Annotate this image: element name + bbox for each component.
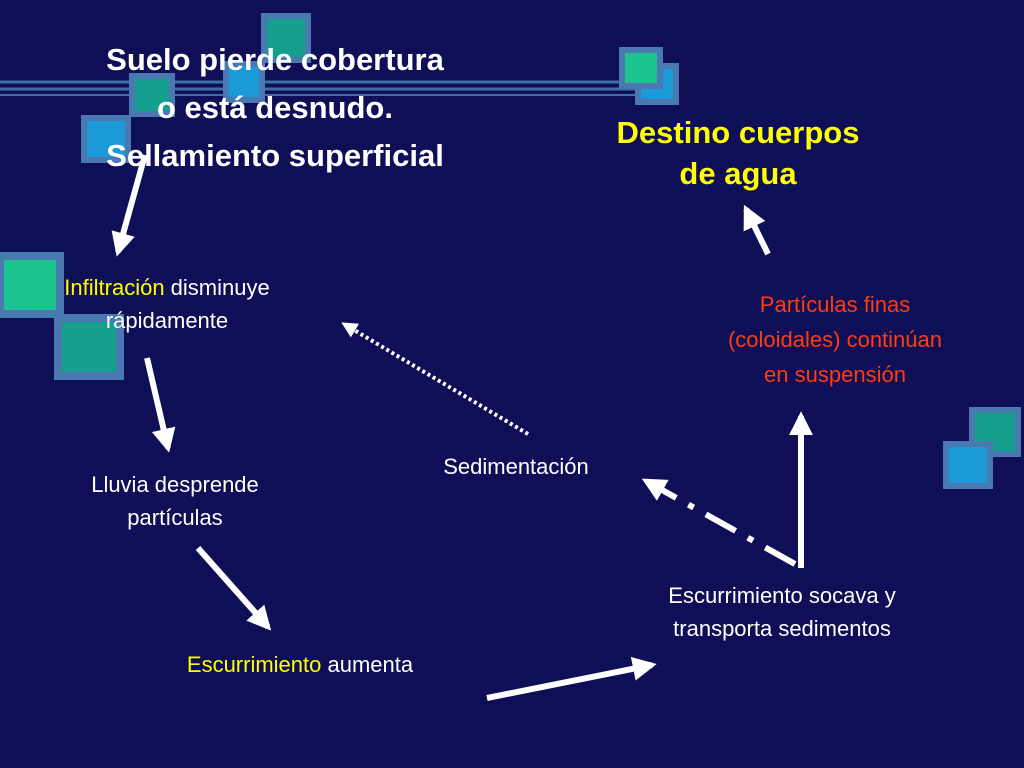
arrow-transport-to-sedimentation	[641, 478, 797, 567]
arrow-fine-particles-to-destination	[743, 204, 771, 256]
title-line-3: Sellamiento superficial	[106, 138, 444, 173]
infiltration-line-2: rápidamente	[105, 308, 229, 333]
decorative-squares-top	[81, 13, 311, 163]
arrow-sedimentation-to-infiltration	[341, 322, 530, 436]
sedimentation-label: Sedimentación	[443, 454, 589, 479]
decorative-squares-right-top	[619, 47, 679, 105]
rain-line-2: partículas	[127, 505, 223, 530]
node-sedimentation: Sedimentación	[400, 450, 632, 483]
destination-block: Destino cuerpos de agua	[590, 112, 886, 194]
title-line-2: o está desnudo.	[157, 90, 393, 125]
transport-line-2: transporta sedimentos	[673, 616, 891, 641]
title-block: Suelo pierde cobertura o está desnudo. S…	[60, 36, 490, 180]
node-rain: Lluvia desprende partículas	[40, 468, 310, 534]
node-runoff-increase: Escurrimiento aumenta	[130, 648, 470, 681]
transport-line-1: Escurrimiento socava y	[668, 583, 896, 608]
decorative-squares-right	[943, 407, 1021, 489]
rain-line-1: Lluvia desprende	[91, 472, 259, 497]
arrow-rain-to-runoff	[195, 546, 272, 631]
runoff-increase-line: Escurrimiento aumenta	[130, 648, 470, 681]
arrow-title-to-infiltration	[111, 154, 148, 257]
destination-line-1: Destino cuerpos	[616, 115, 860, 150]
infiltration-rest: disminuye	[164, 275, 270, 300]
fine-particles-line-3: en suspensión	[764, 362, 906, 387]
decorative-squares-left	[0, 252, 124, 380]
node-fine-particles: Partículas finas (coloidales) continúan …	[680, 287, 990, 392]
fine-particles-line-1: Partículas finas	[759, 292, 911, 317]
title-line-1: Suelo pierde cobertura	[106, 42, 444, 77]
node-runoff-transport: Escurrimiento socava y transporta sedime…	[612, 579, 952, 645]
runoff-rest: aumenta	[321, 652, 414, 677]
arrow-runoff-to-transport	[486, 656, 657, 701]
arrow-infiltration-to-rain	[144, 357, 176, 453]
destination-line-2: de agua	[679, 156, 797, 191]
infiltration-line-1: Infiltración disminuye	[18, 271, 316, 304]
infiltration-keyword: Infiltración	[64, 275, 165, 300]
decorative-lines	[0, 80, 660, 96]
runoff-keyword: Escurrimiento	[186, 652, 322, 677]
node-infiltration: Infiltración disminuye rápidamente	[18, 271, 316, 337]
fine-particles-line-2: (coloidales) continúan	[727, 327, 943, 352]
